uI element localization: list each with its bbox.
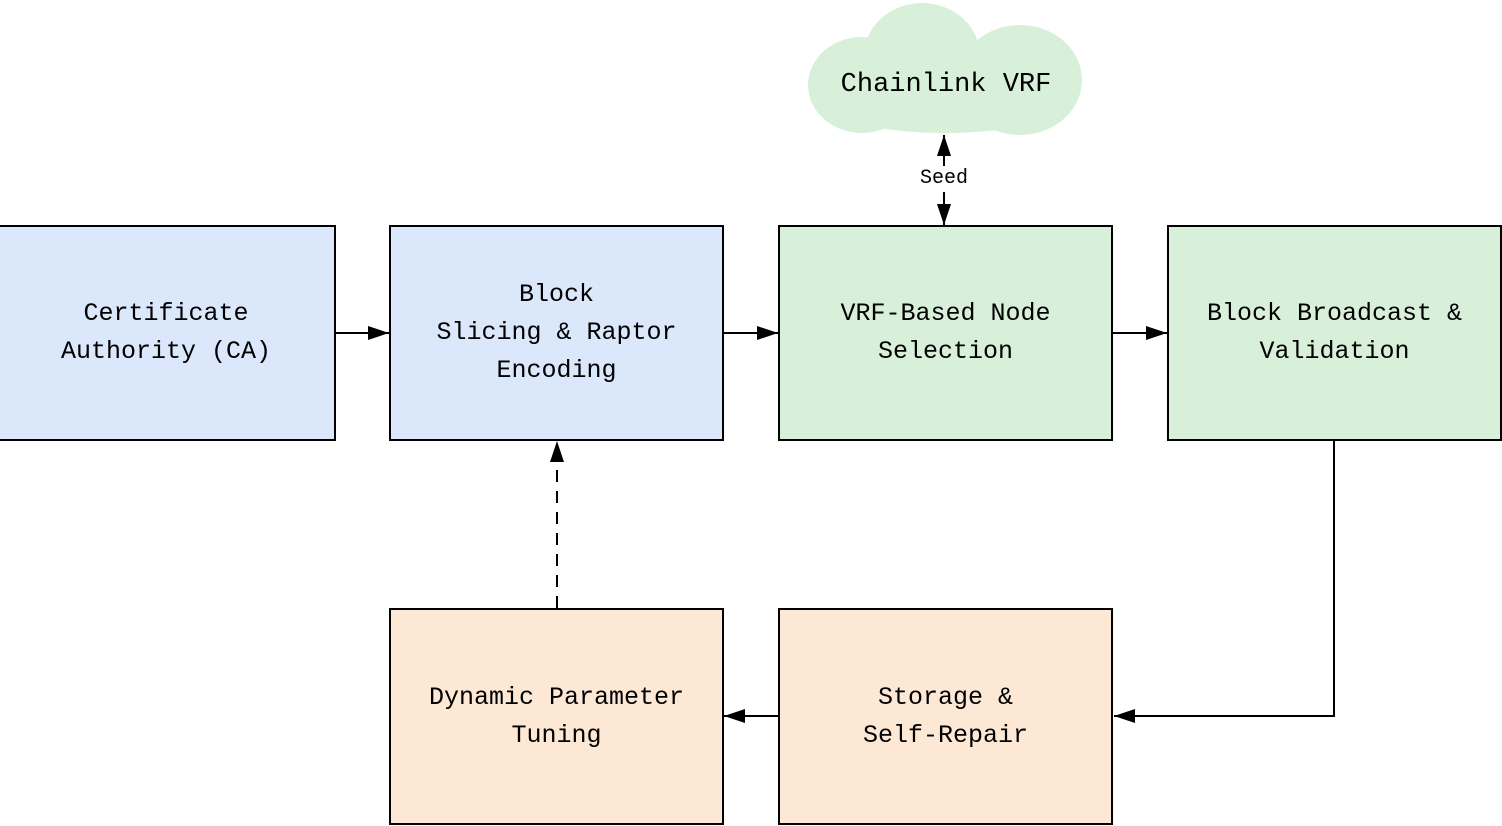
node-certificate-authority: Certificate Authority (CA) (0, 225, 336, 441)
node-label: VRF-Based Node Selection (840, 299, 1051, 366)
node-label: Block Slicing & Raptor Encoding (436, 280, 677, 385)
node-label: Storage & Self-Repair (862, 682, 1029, 750)
cloud-shape (808, 3, 1082, 135)
node-dynamic-parameter-tuning: Dynamic Parameter Tuning (389, 608, 724, 825)
edge-broadcast-to-storage (1114, 441, 1335, 723)
node-label: Block Broadcast & Validation (1206, 299, 1463, 366)
node-label: Certificate Authority (CA) (60, 299, 272, 366)
edge-label-seed: Seed (914, 166, 974, 192)
node-storage-self-repair: Storage & Self-Repair (778, 608, 1113, 825)
node-label: Dynamic Parameter Tuning (428, 682, 685, 750)
cloud-label: Chainlink VRF (840, 70, 1052, 100)
node-block-slicing-raptor-encoding: Block Slicing & Raptor Encoding (389, 225, 724, 441)
node-block-broadcast-validation: Block Broadcast & Validation (1167, 225, 1502, 441)
node-vrf-based-node-selection: VRF-Based Node Selection (778, 225, 1113, 441)
